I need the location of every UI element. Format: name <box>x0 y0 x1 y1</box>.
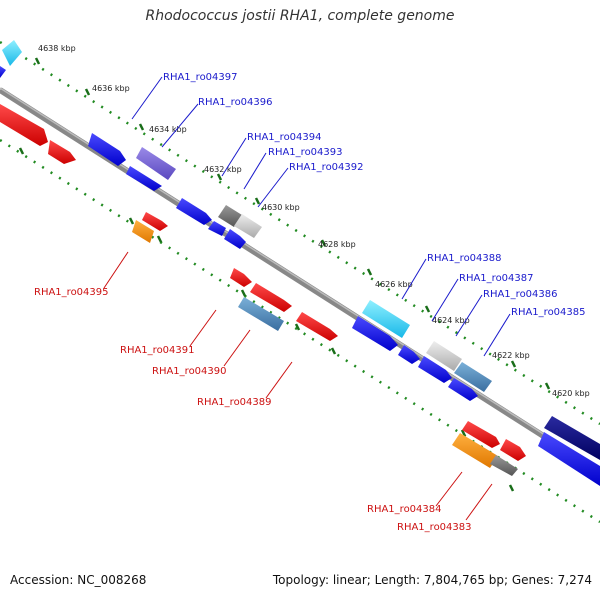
gene-label[interactable]: RHA1_ro04396 <box>198 97 273 108</box>
gene-label[interactable]: RHA1_ro04388 <box>427 253 502 264</box>
label-leaders-blue <box>131 76 511 357</box>
gene-arrow[interactable] <box>126 166 162 191</box>
gene-arrow[interactable] <box>418 356 452 383</box>
gene-arrow[interactable] <box>224 229 246 249</box>
gene-label[interactable]: RHA1_ro04385 <box>511 307 586 318</box>
gene-label[interactable]: RHA1_ro04397 <box>163 72 238 83</box>
gene-arrow[interactable] <box>462 421 500 448</box>
gene-label[interactable]: RHA1_ro04393 <box>268 147 343 158</box>
gene-arrow[interactable] <box>538 432 600 486</box>
gene-arrow[interactable] <box>48 140 76 164</box>
gene-arrow[interactable] <box>136 147 176 180</box>
scale-label: 4620 kbp <box>552 389 590 398</box>
scale-label: 4638 kbp <box>38 44 76 53</box>
gene-label[interactable]: RHA1_ro04389 <box>197 397 272 408</box>
gene-label[interactable]: RHA1_ro04395 <box>34 287 109 298</box>
gene-arrow[interactable] <box>0 66 6 78</box>
genome-summary-text: Topology: linear; Length: 7,804,765 bp; … <box>272 573 592 587</box>
gene-arrow[interactable] <box>454 362 492 392</box>
gene-arrow[interactable] <box>452 433 498 468</box>
gene-arrow[interactable] <box>544 416 600 460</box>
gene-label[interactable]: RHA1_ro04394 <box>247 132 322 143</box>
gene-arrow[interactable] <box>0 104 48 146</box>
scale-label: 4622 kbp <box>492 351 530 360</box>
scale-label: 4626 kbp <box>375 280 413 289</box>
gene-arrow[interactable] <box>208 221 226 236</box>
scale-label: 4630 kbp <box>262 203 300 212</box>
gene-track-forward <box>0 40 600 486</box>
scale-label: 4628 kbp <box>318 240 356 249</box>
label-leaders-red <box>103 251 493 521</box>
gene-arrow[interactable] <box>362 300 410 338</box>
gene-arrow[interactable] <box>234 214 262 238</box>
scale-label: 4636 kbp <box>92 84 130 93</box>
gene-arrow[interactable] <box>296 312 338 341</box>
gene-arrow[interactable] <box>132 220 154 243</box>
gene-arrow[interactable] <box>218 205 242 227</box>
gene-label[interactable]: RHA1_ro04384 <box>367 504 442 515</box>
gene-arrow[interactable] <box>238 297 284 331</box>
gene-label[interactable]: RHA1_ro04392 <box>289 162 364 173</box>
gene-label[interactable]: RHA1_ro04383 <box>397 522 472 533</box>
scale-ticks-lower <box>18 147 515 492</box>
gene-arrow[interactable] <box>448 378 478 401</box>
gene-arrow[interactable] <box>230 268 252 287</box>
gene-arrow[interactable] <box>352 316 398 351</box>
gene-arrow[interactable] <box>490 455 518 476</box>
gene-arrow[interactable] <box>176 198 212 225</box>
gene-arrow[interactable] <box>142 212 168 231</box>
gene-arrow[interactable] <box>398 345 420 364</box>
accession-text: Accession: NC_008268 <box>10 573 147 587</box>
gene-label[interactable]: RHA1_ro04387 <box>459 273 534 284</box>
gene-arrow[interactable] <box>500 439 526 461</box>
gene-arrow[interactable] <box>2 40 22 66</box>
gene-arrow[interactable] <box>426 341 462 371</box>
gene-arrow[interactable] <box>250 283 292 312</box>
gene-arrow[interactable] <box>88 133 126 166</box>
scale-ticks <box>34 57 551 390</box>
gene-label[interactable]: RHA1_ro04390 <box>152 366 227 377</box>
gene-label[interactable]: RHA1_ro04391 <box>120 345 195 356</box>
gene-track-reverse <box>0 104 526 476</box>
map-title: Rhodococcus jostii RHA1, complete genome <box>145 8 455 24</box>
scale-label: 4624 kbp <box>432 316 470 325</box>
scale-label: 4632 kbp <box>204 165 242 174</box>
scale-label: 4634 kbp <box>149 125 187 134</box>
gene-label[interactable]: RHA1_ro04386 <box>483 289 558 300</box>
